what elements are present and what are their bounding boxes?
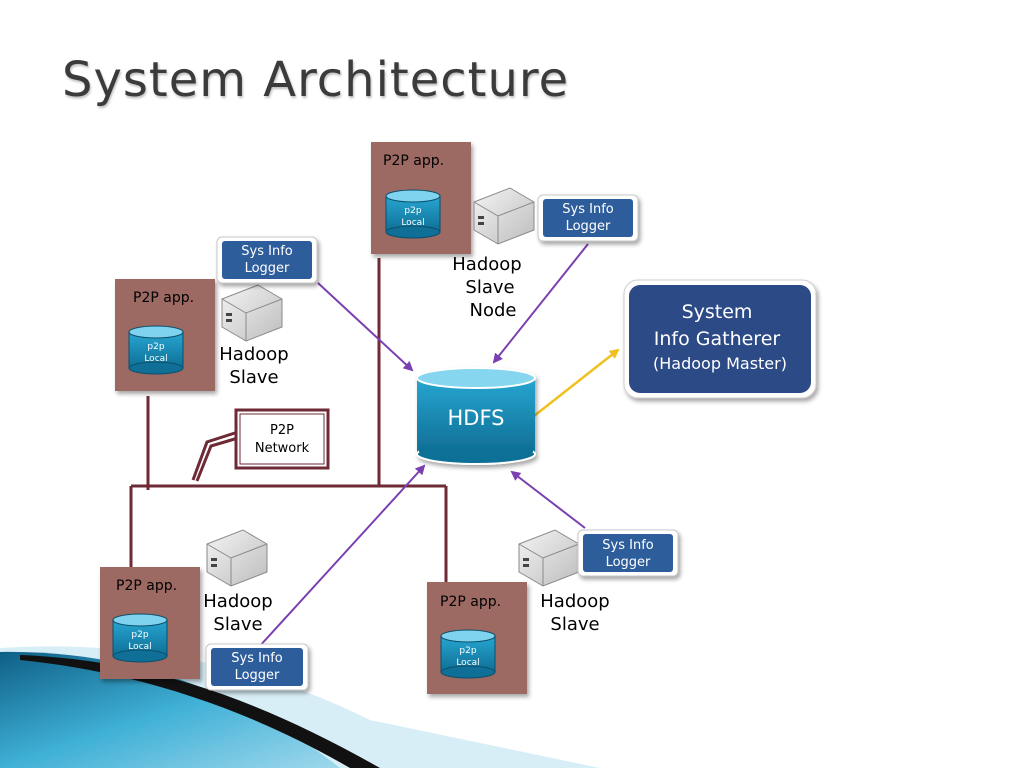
system-info-gatherer: System Info Gatherer (Hadoop Master) xyxy=(623,279,817,399)
p2p-local-label-2: Local xyxy=(128,642,151,652)
logger-label-1: Sys Info xyxy=(602,538,654,553)
hdfs-cylinder: HDFS xyxy=(416,367,536,465)
p2p-app-label: P2P app. xyxy=(383,153,444,169)
p2p-app-label: P2P app. xyxy=(133,290,194,306)
p2p-local-label-1: p2p xyxy=(131,630,148,640)
hdfs-label: HDFS xyxy=(447,406,504,430)
logger-label-2: Logger xyxy=(566,219,611,234)
hadoop-slave-label-bottom-left: Hadoop Slave xyxy=(203,591,272,635)
p2p-local-label-1: p2p xyxy=(459,646,476,656)
logger-label-1: Sys Info xyxy=(562,202,614,217)
sys-info-logger-left: Sys Info Logger xyxy=(216,236,318,284)
p2p-local-label-1: p2p xyxy=(147,342,164,352)
p2p-local-label-1: p2p xyxy=(404,206,421,216)
slide-title: System Architecture xyxy=(62,52,570,108)
p2p-network-label-1: P2P xyxy=(270,423,294,438)
hadoop-slave-node-label: Hadoop Slave Node xyxy=(452,254,521,321)
p2p-app-label: P2P app. xyxy=(116,578,177,594)
slave-text: Slave xyxy=(550,614,599,635)
p2p-app-top: P2P app. p2p Local xyxy=(371,142,471,254)
gatherer-label-2: Info Gatherer xyxy=(654,328,781,350)
sys-info-logger-bottom: Sys Info Logger xyxy=(205,643,309,691)
hadoop-slave-label-left: Hadoop Slave xyxy=(219,344,288,388)
p2p-local-label-2: Local xyxy=(456,658,479,668)
slave-text: Slave xyxy=(229,367,278,388)
p2p-local-db-icon: p2p Local xyxy=(112,613,168,663)
p2p-network-callout-line xyxy=(191,430,239,481)
server-icon xyxy=(206,529,268,587)
p2p-app-bottom-left: P2P app. p2p Local xyxy=(100,567,200,679)
server-icon xyxy=(221,284,283,342)
p2p-app-left: P2P app. p2p Local xyxy=(115,279,215,391)
hadoop-text: Hadoop xyxy=(540,591,609,612)
arrow-logger-left-to-hdfs xyxy=(317,282,414,372)
p2p-network-callout-line-2 xyxy=(195,436,239,482)
arrow-logger-top-to-hdfs xyxy=(492,243,589,364)
logger-arrows xyxy=(257,243,589,649)
node-text: Node xyxy=(470,300,517,321)
p2p-network-label-2: Network xyxy=(255,441,310,456)
sys-info-logger-right: Sys Info Logger xyxy=(577,529,679,577)
gatherer-label-1: System xyxy=(682,301,753,323)
p2p-local-db-icon: p2p Local xyxy=(128,325,184,375)
p2p-local-label-2: Local xyxy=(401,218,424,228)
p2p-local-label-2: Local xyxy=(144,354,167,364)
server-icon xyxy=(473,187,535,245)
hadoop-text: Hadoop xyxy=(219,344,288,365)
logger-label-1: Sys Info xyxy=(241,244,293,259)
p2p-app-label: P2P app. xyxy=(440,594,501,610)
arrow-logger-bottom-to-hdfs xyxy=(257,464,426,649)
hadoop-text: Hadoop xyxy=(452,254,521,275)
p2p-network-box: P2P Network xyxy=(234,408,330,470)
logger-label-2: Logger xyxy=(235,668,280,683)
slave-text: Slave xyxy=(213,614,262,635)
p2p-local-db-icon: p2p Local xyxy=(385,189,441,239)
hadoop-text: Hadoop xyxy=(203,591,272,612)
logger-label-1: Sys Info xyxy=(231,651,283,666)
p2p-app-bottom-center: P2P app. p2p Local xyxy=(427,582,527,694)
hadoop-slave-label-bottom-right: Hadoop Slave xyxy=(540,591,609,635)
gatherer-label-3: (Hadoop Master) xyxy=(653,354,787,373)
arrow-hdfs-to-gatherer xyxy=(533,348,620,417)
sys-info-logger-top: Sys Info Logger xyxy=(537,194,639,242)
server-icon xyxy=(518,529,580,587)
logger-label-2: Logger xyxy=(606,555,651,570)
p2p-local-db-icon: p2p Local xyxy=(440,629,496,679)
p2p-network-lines xyxy=(129,258,448,582)
logger-label-2: Logger xyxy=(245,261,290,276)
slave-text: Slave xyxy=(465,277,514,298)
arrow-logger-right-to-hdfs xyxy=(510,470,586,529)
